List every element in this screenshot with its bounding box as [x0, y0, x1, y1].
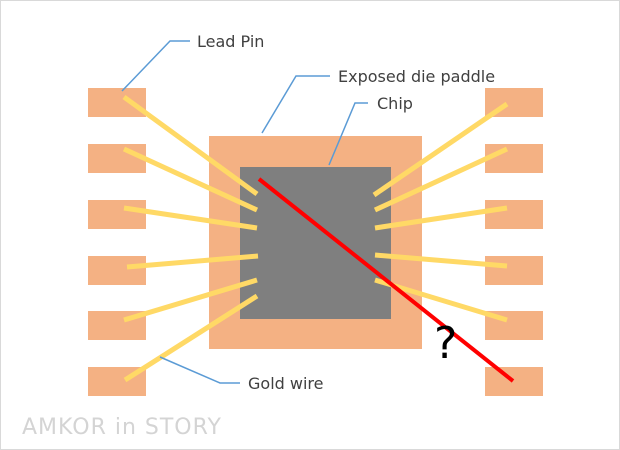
lead-pin-left-4: [88, 256, 146, 285]
lead-pin-right-3: [485, 200, 543, 229]
leader-line-lead-pin: [121, 40, 190, 92]
watermark-logo: AMKOR in STORY: [22, 415, 222, 440]
gold-wire-6: [123, 293, 259, 383]
leader-line-chip: [328, 102, 368, 166]
leader-lines: [121, 40, 368, 384]
lead-pin-right-4: [485, 256, 543, 285]
gold-wire-9: [374, 205, 508, 231]
leader-line-gold-wire: [159, 356, 240, 384]
lead-pin-right-2: [485, 144, 543, 173]
label-gold-wire: Gold wire: [248, 374, 323, 393]
gold-wire-3: [123, 205, 258, 231]
lead-pin-left-2: [88, 144, 146, 173]
gold-wire-2: [122, 146, 259, 213]
lead-pin-left-3: [88, 200, 146, 229]
lead-pins-right: [485, 88, 543, 396]
gold-wire-10: [374, 252, 508, 269]
label-chip: Chip: [377, 94, 413, 113]
gold-wire-8: [373, 146, 509, 213]
gold-wire-7: [372, 101, 509, 198]
leader-line-die-paddle: [261, 75, 330, 134]
gold-wire-5: [123, 277, 258, 323]
label-lead-pin: Lead Pin: [197, 32, 264, 51]
lead-pin-right-6: [485, 367, 543, 396]
gold-wire-4: [126, 253, 259, 270]
chip: [240, 167, 391, 319]
label-exposed-die-paddle: Exposed die paddle: [338, 67, 495, 86]
gold-wire-1: [122, 94, 259, 197]
cross-out-line: [257, 177, 515, 383]
lead-pin-left-1: [88, 88, 146, 117]
question-mark: ?: [434, 318, 457, 369]
lead-pins-left: [88, 88, 146, 396]
